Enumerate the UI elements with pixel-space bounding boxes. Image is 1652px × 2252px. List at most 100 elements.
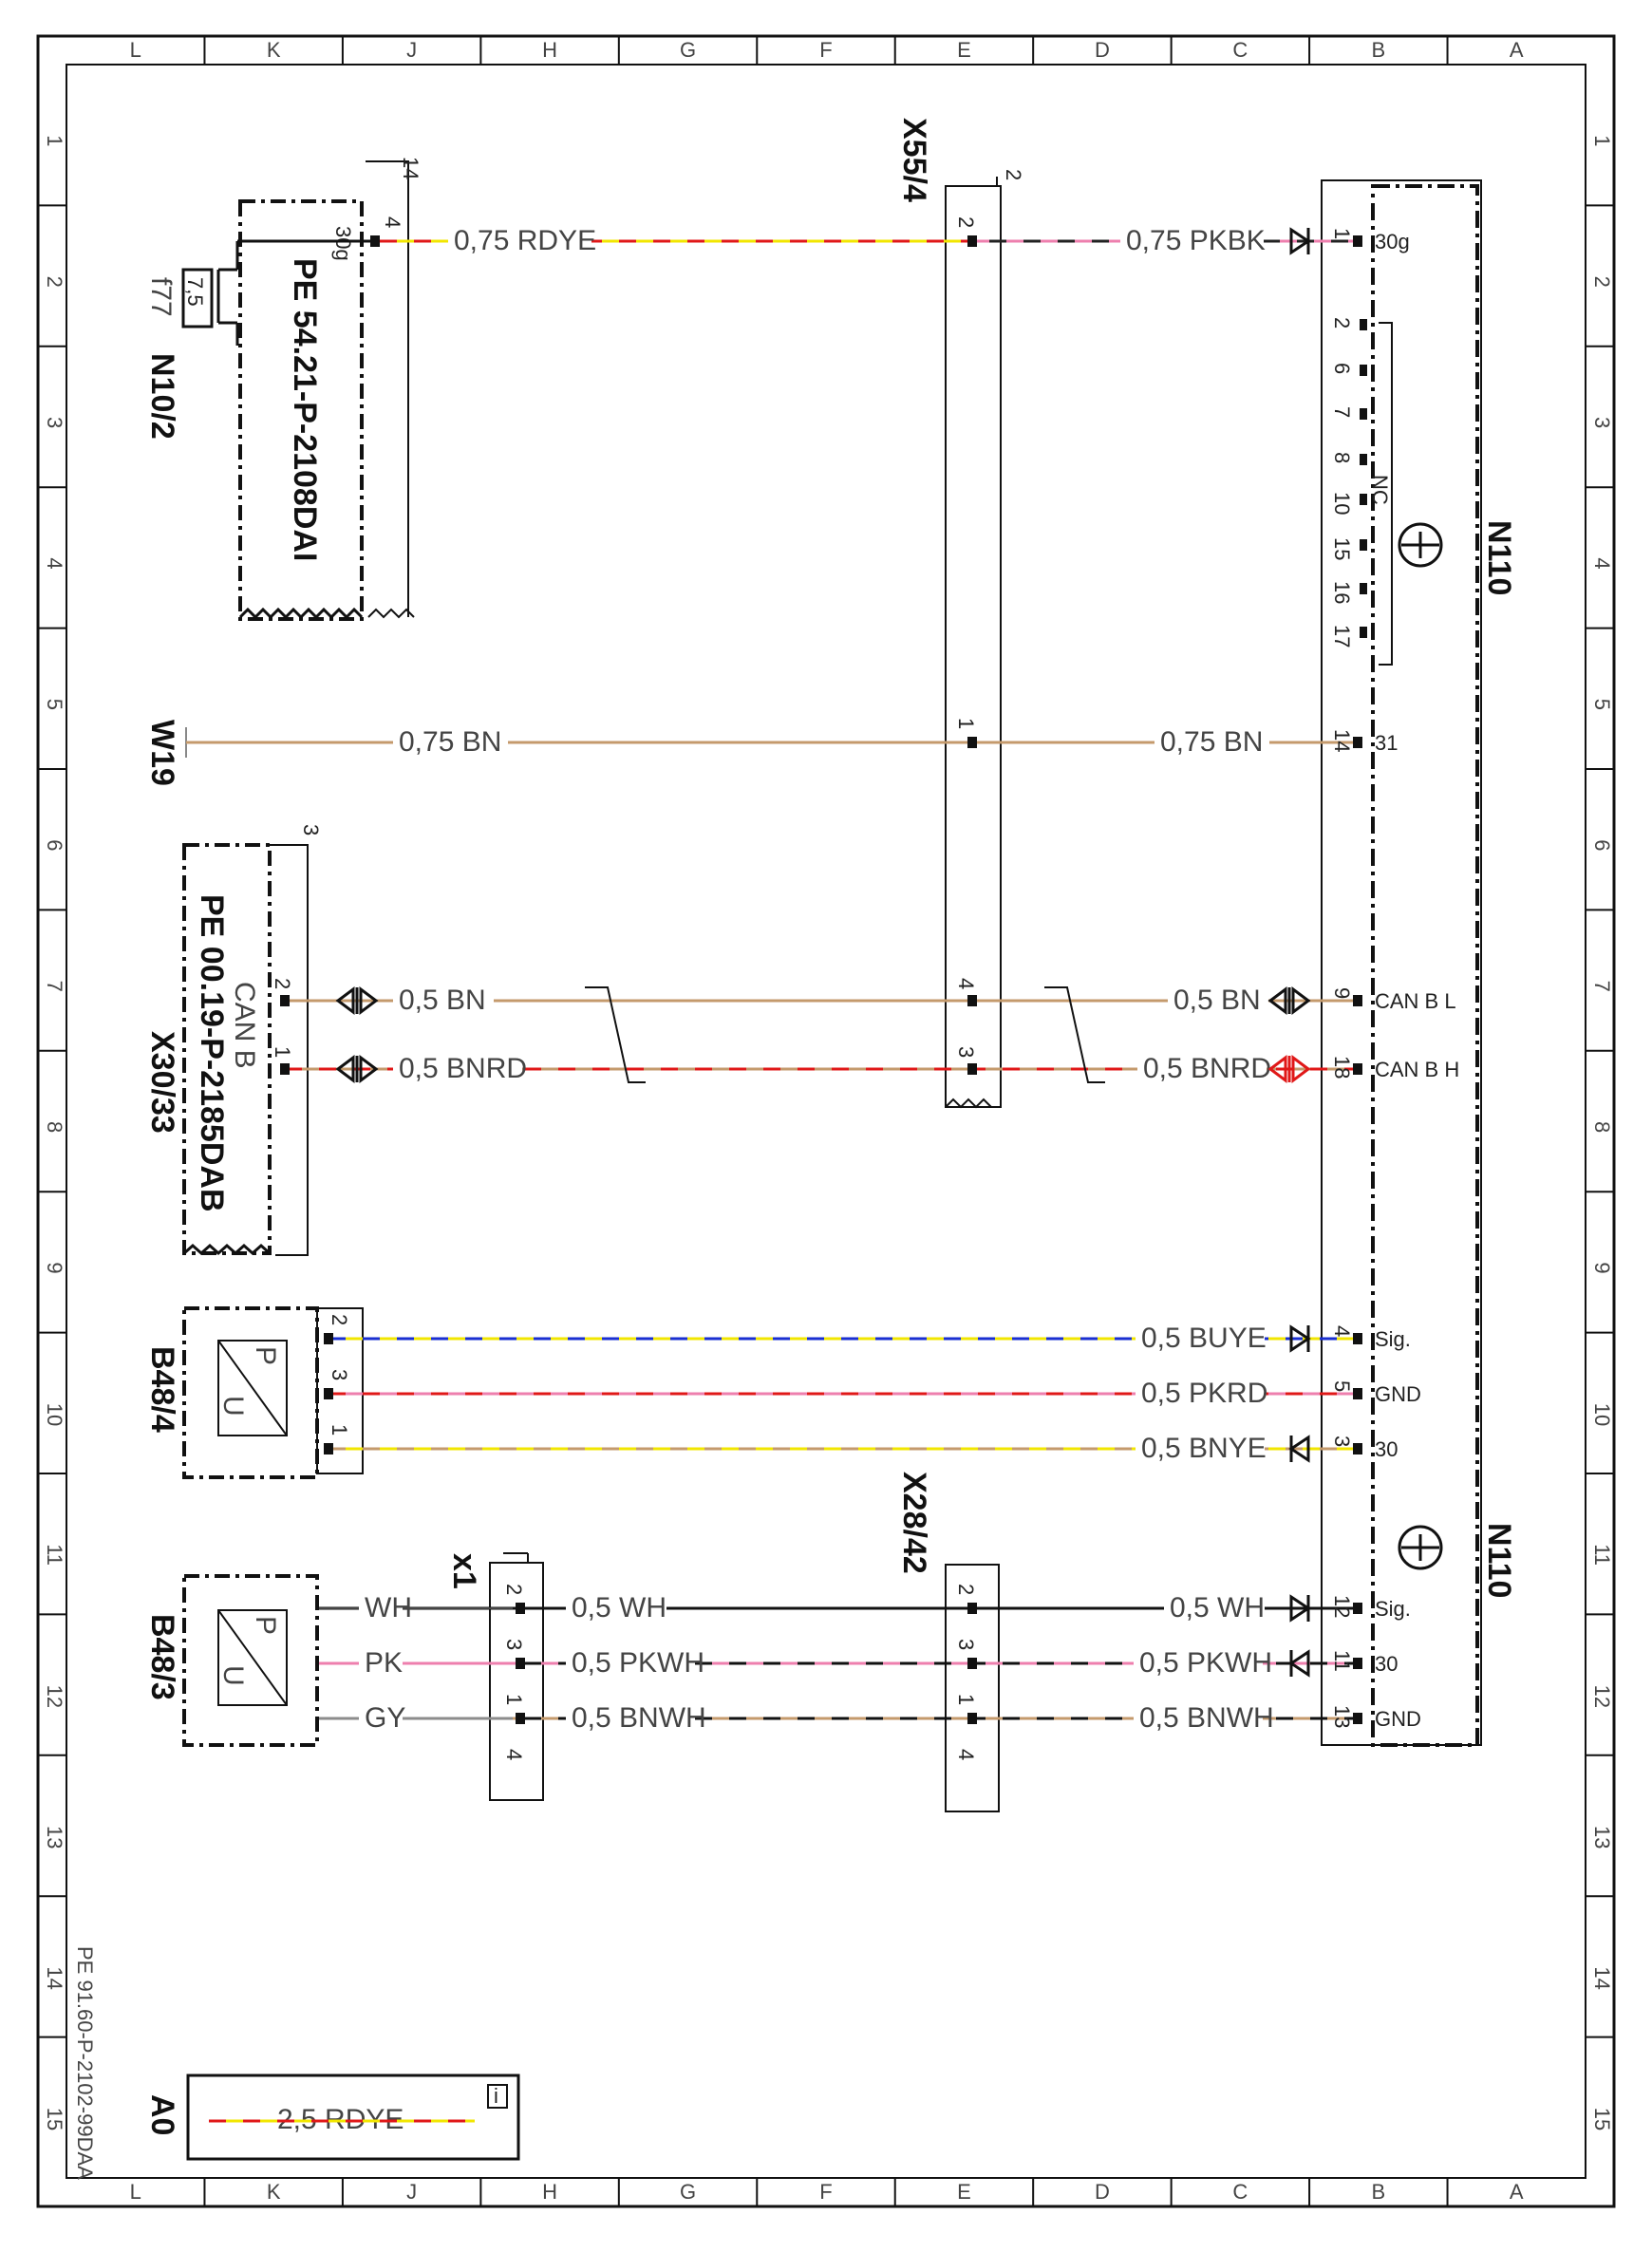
x30-33-ref-num: 3 — [299, 824, 323, 835]
grid-number-right: 5 — [1590, 699, 1614, 710]
grid-letter-bottom: L — [130, 2180, 141, 2204]
grid-number-right: 11 — [1590, 1544, 1614, 1566]
grid-number-left: 6 — [43, 839, 66, 851]
grid-letter-top: E — [957, 38, 971, 62]
fuse-f77-label: f77 — [145, 277, 177, 317]
grid-ticks — [38, 36, 1614, 2206]
wire-label-x1-wh: 0,5 WH — [572, 1592, 666, 1623]
n110-nc-pin-number: 16 — [1330, 581, 1354, 604]
x55-4-pin-2-number: 2 — [954, 216, 978, 228]
document-id: PE 91.60-P-2102-99DAA — [73, 1946, 97, 2180]
n110-pin-gnd-a-terminal — [1353, 1388, 1362, 1399]
x1-pin-2-number: 2 — [502, 1584, 526, 1595]
wire-label-canl-right-bg — [1168, 983, 1268, 1011]
grid-number-right: 7 — [1590, 981, 1614, 992]
n110-pin-31-name: 31 — [1375, 731, 1398, 755]
wire-label-canh-left: 0,5 BNRD — [399, 1053, 527, 1084]
x55-4-pin-3-terminal — [967, 1063, 977, 1075]
n110-pin-sig-b-number: 12 — [1330, 1595, 1354, 1618]
grid-number-right: 3 — [1590, 417, 1614, 428]
grid-letter-bottom: H — [542, 2180, 557, 2204]
b48-4-pin-3-number: 3 — [328, 1369, 351, 1380]
wire-label-31-right-bg — [1155, 724, 1269, 753]
b48-4-pin-1-terminal — [324, 1443, 333, 1454]
wire-label-n110-wh-bg — [1164, 1590, 1265, 1619]
wire-label-b48-3-wh-bg — [359, 1590, 403, 1619]
n110-pin-30-b-terminal — [1353, 1658, 1362, 1669]
n110-pin-30-b-name: 30 — [1375, 1652, 1398, 1676]
wire-label-31-right: 0,75 BN — [1160, 726, 1263, 758]
x30-33-pin-1-terminal — [280, 1063, 290, 1075]
wire-label-canh-right: 0,5 BNRD — [1143, 1053, 1271, 1084]
grid-number-left: 3 — [43, 417, 66, 428]
grid-number-left: 10 — [43, 1403, 66, 1426]
x28-42-pin-1-number: 1 — [954, 1694, 978, 1705]
n10-2-terminal — [370, 235, 380, 247]
wire-label-b48-3-gy-bg — [359, 1700, 403, 1729]
b48-4-p: P — [250, 1346, 281, 1365]
n110-pin-31-number: 14 — [1330, 729, 1354, 752]
n110-pin-canl-name: CAN B L — [1375, 989, 1456, 1013]
grid-letter-top: K — [267, 38, 281, 62]
x30-33-label: X30/33 — [144, 1031, 180, 1134]
b48-4-u: U — [217, 1396, 249, 1417]
info-icon-glyph: i — [494, 2084, 498, 2108]
x1-pin-4-number: 4 — [502, 1749, 526, 1760]
grid-number-left: 1 — [43, 135, 66, 146]
b48-3-u: U — [217, 1665, 249, 1686]
grid-number-left: 9 — [43, 1262, 66, 1273]
n110-pin-30-a-number: 3 — [1330, 1436, 1354, 1447]
wire-label-x1-bnwh: 0,5 BNWH — [572, 1702, 706, 1734]
wire-label-31-left-bg — [393, 724, 508, 753]
x28-42-pin-2-number: 2 — [954, 1584, 978, 1595]
bidir-arrow-canl-right — [1267, 986, 1311, 1015]
x30-33-pin-1-number: 1 — [271, 1046, 294, 1058]
wire-label-n110-bnwh: 0,5 BNWH — [1139, 1702, 1274, 1734]
n110-pin-gnd-a-name: GND — [1375, 1382, 1421, 1406]
wire-label-b48-3-wh: WH — [365, 1592, 412, 1623]
n110-nc-pin-number: 17 — [1330, 625, 1354, 647]
n110-pin-30g-number: 1 — [1330, 228, 1354, 239]
n110-lower-symbol-icon — [1398, 1525, 1443, 1570]
drawing-frame — [36, 34, 1616, 2208]
grid-number-left: 8 — [43, 1121, 66, 1133]
wire-label-x1-bnwh-bg — [566, 1700, 695, 1729]
wire-label-n110-pkwh: 0,5 PKWH — [1139, 1647, 1272, 1679]
x28-42-pin-4-number: 4 — [954, 1749, 978, 1760]
n110-nc-pin-terminal — [1360, 494, 1367, 505]
bidir-arrow-canh-right — [1267, 1055, 1311, 1083]
grid-number-left: 11 — [43, 1544, 66, 1566]
a0-label: A0 — [144, 2094, 180, 2135]
arrow-b48-3-30 — [1288, 1649, 1310, 1678]
grid-letter-bottom: K — [267, 2180, 281, 2204]
grid-letter-top: C — [1232, 38, 1248, 62]
n10-2-pin-4: 4 — [381, 216, 404, 228]
wire-label-b48-3-gy: GY — [365, 1702, 405, 1734]
x1-pin-2-terminal — [516, 1603, 525, 1614]
grid-letter-bottom: G — [680, 2180, 696, 2204]
wire-label-x1-pkwh-bg — [566, 1645, 695, 1674]
arrow-30g — [1289, 227, 1311, 255]
n110-pin-30g-terminal — [1353, 235, 1362, 247]
grid-letter-top: G — [680, 38, 696, 62]
grid-letter-bottom: D — [1095, 2180, 1110, 2204]
x55-4-pin-1-number: 1 — [954, 718, 978, 729]
b48-3-sensor: P U B48/3 — [144, 1574, 319, 1747]
grid-number-right: 1 — [1590, 135, 1614, 146]
wire-label-n110-wh: 0,5 WH — [1170, 1592, 1265, 1623]
grid-letter-top: J — [406, 38, 417, 62]
grid-number-right: 9 — [1590, 1262, 1614, 1273]
grid-number-right: 8 — [1590, 1121, 1614, 1133]
b48-4-sensor: P U B48/4 — [144, 1306, 364, 1479]
x30-33-ref-doc: PE 00.19-P-2185DAB — [194, 894, 230, 1212]
x55-4-connector: X55/4 2 — [896, 118, 1025, 1109]
grid-number-right: 10 — [1590, 1403, 1614, 1426]
n110-pin-canl-terminal — [1353, 995, 1362, 1006]
arrow-b48-4-30 — [1288, 1435, 1310, 1463]
x55-4-label: X55/4 — [896, 118, 932, 202]
fuse-f77-rating: 7,5 — [183, 277, 207, 307]
x1-pin-3-terminal — [516, 1658, 525, 1669]
a0-legend: i A0 2,5 RDYE — [144, 2074, 520, 2161]
